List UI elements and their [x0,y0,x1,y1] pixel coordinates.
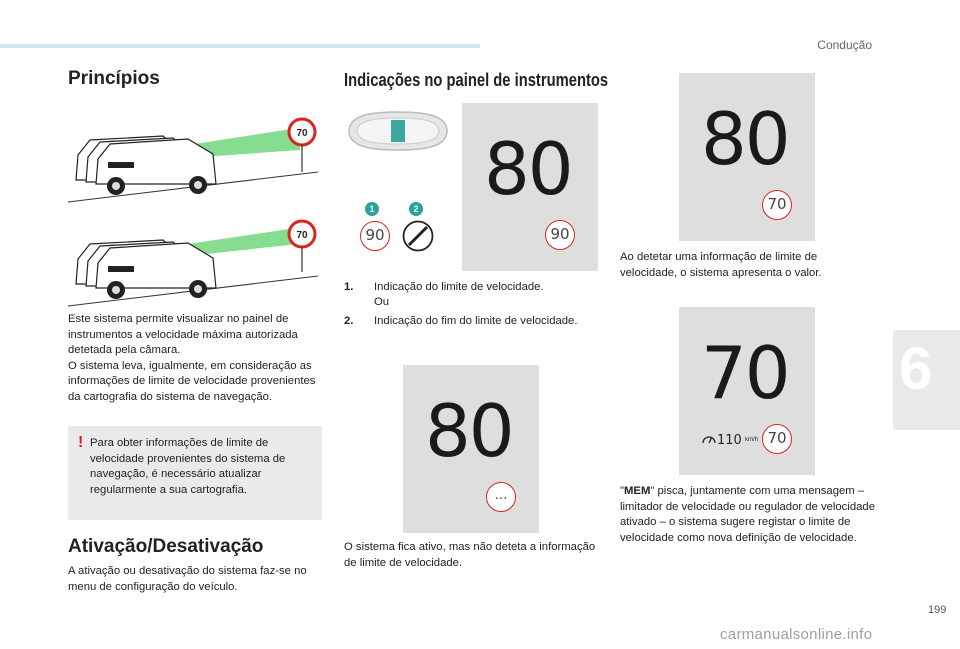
activation-text: A ativação ou desativação do sistema faz… [68,565,307,593]
item-1-text: Indicação do limite de velocidade. [374,281,544,293]
cluster-display-1: 80 90 [462,103,598,271]
cruise-value: 110 [717,433,742,448]
inactive-caption: O sistema fica ativo, mas não deteta a i… [344,541,596,569]
warning-text: Para obter informações de limite de velo… [90,437,286,496]
instrument-cluster-icon [348,111,448,151]
speed-limit-sign-90: 90 [360,221,390,251]
camera-detection-illustration-2: 70 [68,219,319,307]
item-1-number: 1. [344,281,354,293]
warning-icon: ! [78,434,84,451]
mem-quote-open: " [620,485,625,497]
section-name: Condução [817,38,872,52]
detect-caption: Ao detetar uma informação de limite de v… [620,251,822,279]
principles-paragraph: Este sistema permite visualizar no paine… [68,313,316,403]
activation-title: Ativação/Desativação [68,536,264,557]
indications-list: 1. Indicação do limite de velocidade. Ou… [344,280,598,350]
current-speed-80-b: 80 [425,389,515,473]
item-2-text: Indicação do fim do limite de velocidade… [374,315,578,327]
current-speed-80: 80 [484,127,574,211]
page-number: 199 [928,604,947,616]
mem-keyword: MEM [624,485,651,497]
instrument-panel-title: Indicações no painel de instrumentos [344,70,609,90]
chapter-tab: 6 [893,330,960,430]
speed-limiter-icon [702,436,716,444]
cruise-unit: km/h [745,437,759,443]
sign-70-label-2: 70 [296,230,308,241]
callout-1: 1 [365,202,379,216]
limit-sign-70: 70 [762,190,792,220]
cluster-display-3: 80 70 [679,73,815,241]
limit-sign-90: 90 [545,220,575,250]
item-1-or: Ou [374,296,390,308]
sign-70-label: 70 [296,128,308,139]
principles-title: Princípios [68,68,160,89]
warning-box: ! Para obter informações de limite de ve… [68,426,322,520]
cluster-display-2: 80 … [403,365,539,533]
limit-sign-70-b: 70 [762,424,792,454]
mem-caption-rest: " pisca, juntamente com uma mensagem – l… [620,485,875,544]
cluster-display-4: 70 110 km/h 70 [679,307,815,475]
chapter-number: 6 [899,335,933,402]
current-speed-70: 70 [701,331,791,415]
camera-detection-illustration-1: 70 [68,117,319,203]
callout-2: 2 [409,202,423,216]
watermark: carmanualsonline.info [720,626,873,643]
item-2-number: 2. [344,315,354,327]
current-speed-80-c: 80 [701,97,791,181]
end-of-limit-sign-icon [402,220,434,252]
header-rule [0,44,480,48]
limit-sign-unknown: … [486,482,516,512]
mem-caption: "MEM" pisca, juntamente com uma mensagem… [620,484,876,546]
